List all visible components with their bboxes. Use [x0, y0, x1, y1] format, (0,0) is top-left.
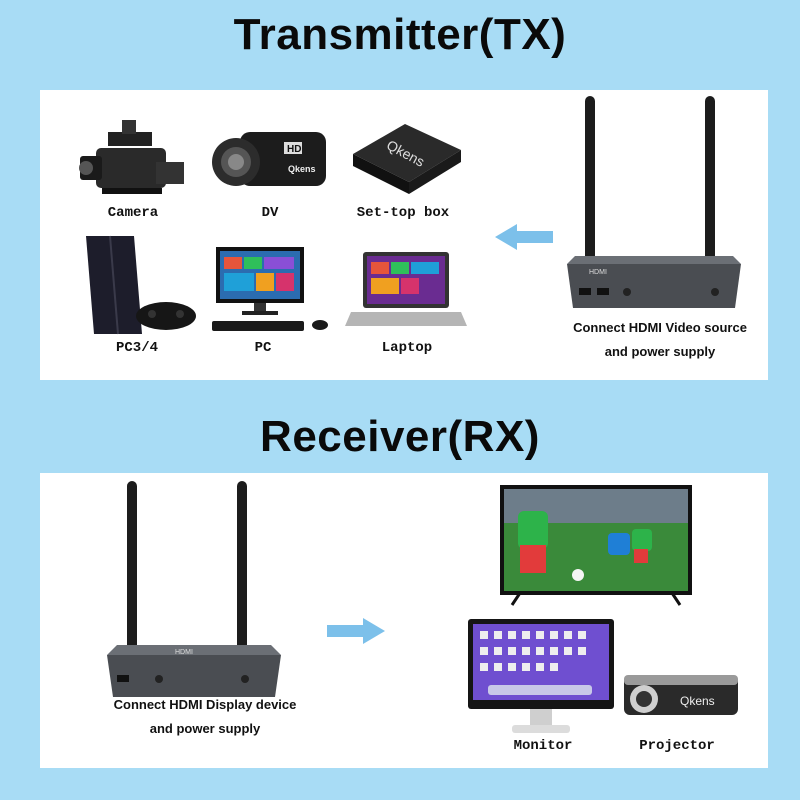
transmitter-caption-line2: and power supply	[604, 344, 716, 359]
receiver-panel: HDMI Connect HDMI Display device and pow…	[40, 473, 768, 768]
set-top-box-image: Qkens	[353, 124, 461, 194]
device-label-pc34: PC3/4	[115, 340, 158, 356]
output-label-projector: Projector	[639, 738, 715, 754]
game-console-image	[86, 235, 196, 335]
projector-brand: Qkens	[680, 694, 715, 708]
laptop-image	[345, 252, 467, 326]
device-label-laptop: Laptop	[381, 340, 433, 356]
projector-image: Qkens	[624, 675, 738, 715]
transmitter-title: Transmitter(TX)	[233, 10, 567, 59]
transmitter-caption-line1: Connect HDMI Video source	[573, 320, 747, 335]
transmitter-unit-image: HDMI	[567, 96, 741, 308]
output-label-monitor: Monitor	[513, 738, 573, 754]
dv-camcorder-image: Qkens HD	[212, 132, 326, 186]
pc-image	[212, 247, 328, 331]
receiver-caption-line1: Connect HDMI Display device	[113, 697, 297, 712]
receiver-unit-badge: HDMI	[175, 649, 193, 656]
dv-brand: Qkens	[288, 164, 316, 174]
camera-image	[79, 120, 184, 194]
receiver-unit-image: HDMI	[107, 481, 281, 697]
dv-hd-badge: HD	[287, 144, 301, 155]
device-label-pc: PC	[254, 340, 272, 356]
device-label-dv: DV	[261, 205, 279, 221]
monitor-image	[468, 619, 614, 733]
receiver-title: Receiver(RX)	[260, 412, 540, 461]
device-label-set-top-box: Set-top box	[356, 205, 450, 221]
transmitter-caption: Connect HDMI Video source and power supp…	[545, 316, 775, 364]
transmitter-unit-badge: HDMI	[589, 269, 607, 276]
tv-image	[500, 485, 692, 606]
receiver-caption: Connect HDMI Display device and power su…	[80, 693, 330, 741]
transmitter-panel: Camera Qkens HD DV Qkens Set-top box PC3…	[40, 90, 768, 380]
device-label-camera: Camera	[107, 205, 159, 221]
receiver-caption-line2: and power supply	[149, 721, 261, 736]
arrow-right-icon	[327, 618, 385, 644]
arrow-left-icon	[495, 224, 553, 250]
